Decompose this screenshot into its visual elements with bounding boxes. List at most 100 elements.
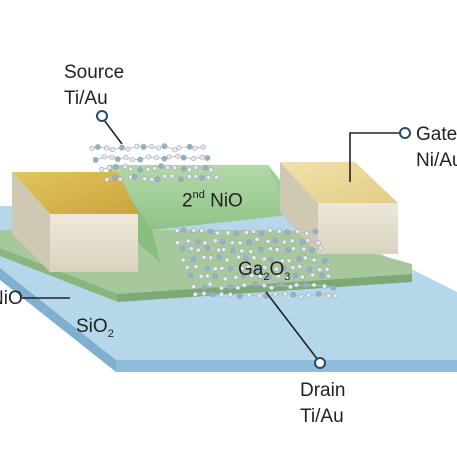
lattice-atom (198, 273, 204, 279)
lattice-atom (267, 227, 273, 233)
lattice-atom (267, 246, 273, 252)
lattice-atom (240, 272, 247, 279)
lattice-atom (265, 274, 272, 280)
lattice-atom (289, 238, 295, 244)
lattice-atom (273, 266, 279, 272)
lattice-atom (254, 265, 261, 272)
source-leader-circle (96, 110, 108, 122)
lattice-atom (180, 154, 187, 161)
lattice-atom (280, 265, 287, 272)
crystal-top-cluster (89, 143, 220, 183)
first-nio-layer-left (0, 248, 118, 302)
lattice-atom (186, 174, 192, 180)
lattice-atom (250, 228, 256, 234)
lattice-atom (261, 282, 267, 288)
lattice-atom (248, 249, 254, 255)
lattice-atom (286, 258, 292, 264)
lattice-atom (201, 254, 207, 260)
lattice-atom (128, 166, 134, 172)
lattice-atom (302, 282, 309, 289)
lattice-atom (257, 246, 264, 253)
ga2o3-channel-crystal (174, 227, 338, 300)
lattice-atom (272, 237, 279, 244)
lattice-atom (117, 176, 123, 182)
lattice-atom (158, 163, 165, 169)
lattice-atom (296, 255, 303, 262)
lattice-atom (275, 273, 281, 279)
lattice-atom (306, 266, 313, 273)
lattice-atom (265, 238, 271, 244)
lattice-atom (284, 229, 291, 236)
lattice-atom (166, 154, 172, 160)
lattice-atom (221, 247, 227, 253)
lattice-atom (227, 284, 234, 290)
lattice-atom (123, 154, 129, 160)
lattice-atom (191, 284, 197, 290)
lattice-atom (249, 273, 255, 279)
lattice-atom (190, 256, 197, 263)
lattice-atom (191, 156, 197, 162)
channel-sub1: 2 (263, 270, 270, 283)
lattice-atom (195, 247, 201, 253)
gate-pad-left (280, 162, 318, 254)
lattice-atom (318, 245, 324, 251)
gate-label: Gate (416, 124, 457, 145)
lattice-atom (204, 265, 210, 272)
lattice-atom (204, 155, 211, 161)
lattice-atom (233, 274, 239, 280)
lattice-atom (279, 258, 285, 264)
lattice-atom (106, 165, 112, 171)
lattice-atom (237, 240, 243, 246)
lattice-atom (184, 264, 190, 270)
second-nio-sup: nd (192, 189, 205, 201)
lattice-atom (227, 292, 233, 298)
lattice-atom (208, 167, 214, 173)
lattice-atom (192, 173, 198, 179)
lattice-atom (153, 155, 159, 161)
lattice-atom (257, 293, 263, 299)
lattice-atom (134, 143, 140, 149)
lattice-atom (227, 265, 233, 272)
lattice-atom (162, 173, 168, 179)
lattice-atom (309, 247, 316, 253)
lattice-atom (236, 293, 243, 300)
lattice-atom (298, 293, 304, 299)
lattice-atom (254, 236, 260, 242)
lattice-atom (299, 238, 306, 245)
lattice-atom (274, 247, 280, 253)
lattice-atom (137, 166, 144, 173)
lattice-atom (174, 240, 180, 246)
lattice-atom (224, 257, 230, 263)
lattice-atom (276, 228, 282, 234)
lattice-atom (287, 284, 293, 290)
lattice-atom (239, 248, 245, 254)
gate-pad-front (318, 203, 398, 254)
lattice-atom (246, 239, 253, 246)
lattice-atom (299, 274, 305, 280)
lattice-atom (193, 164, 199, 170)
lattice-atom (262, 265, 268, 271)
lattice-atom (326, 273, 332, 279)
lattice-atom (207, 228, 214, 235)
channel-label: Ga2O3 (238, 257, 290, 290)
lattice-atom (200, 144, 206, 150)
lattice-atom (152, 166, 158, 172)
lattice-atom (311, 257, 317, 263)
source-pad-front (50, 214, 138, 272)
lattice-atom (252, 281, 259, 288)
lattice-atom (330, 284, 337, 291)
lattice-atom (179, 245, 186, 252)
channel-sub2: 3 (284, 270, 291, 283)
lattice-atom (199, 175, 205, 181)
lattice-atom (246, 292, 252, 298)
lattice-atom (180, 257, 186, 263)
lattice-atom (272, 291, 278, 297)
lattice-atom (111, 174, 118, 181)
lattice-atom (295, 229, 301, 235)
second-nio-name: NiO (204, 190, 243, 212)
lattice-atom (131, 173, 138, 180)
lattice-atom (212, 266, 218, 272)
lattice-atom (149, 176, 155, 182)
second-nio-label: 2nd NiO (182, 184, 243, 213)
